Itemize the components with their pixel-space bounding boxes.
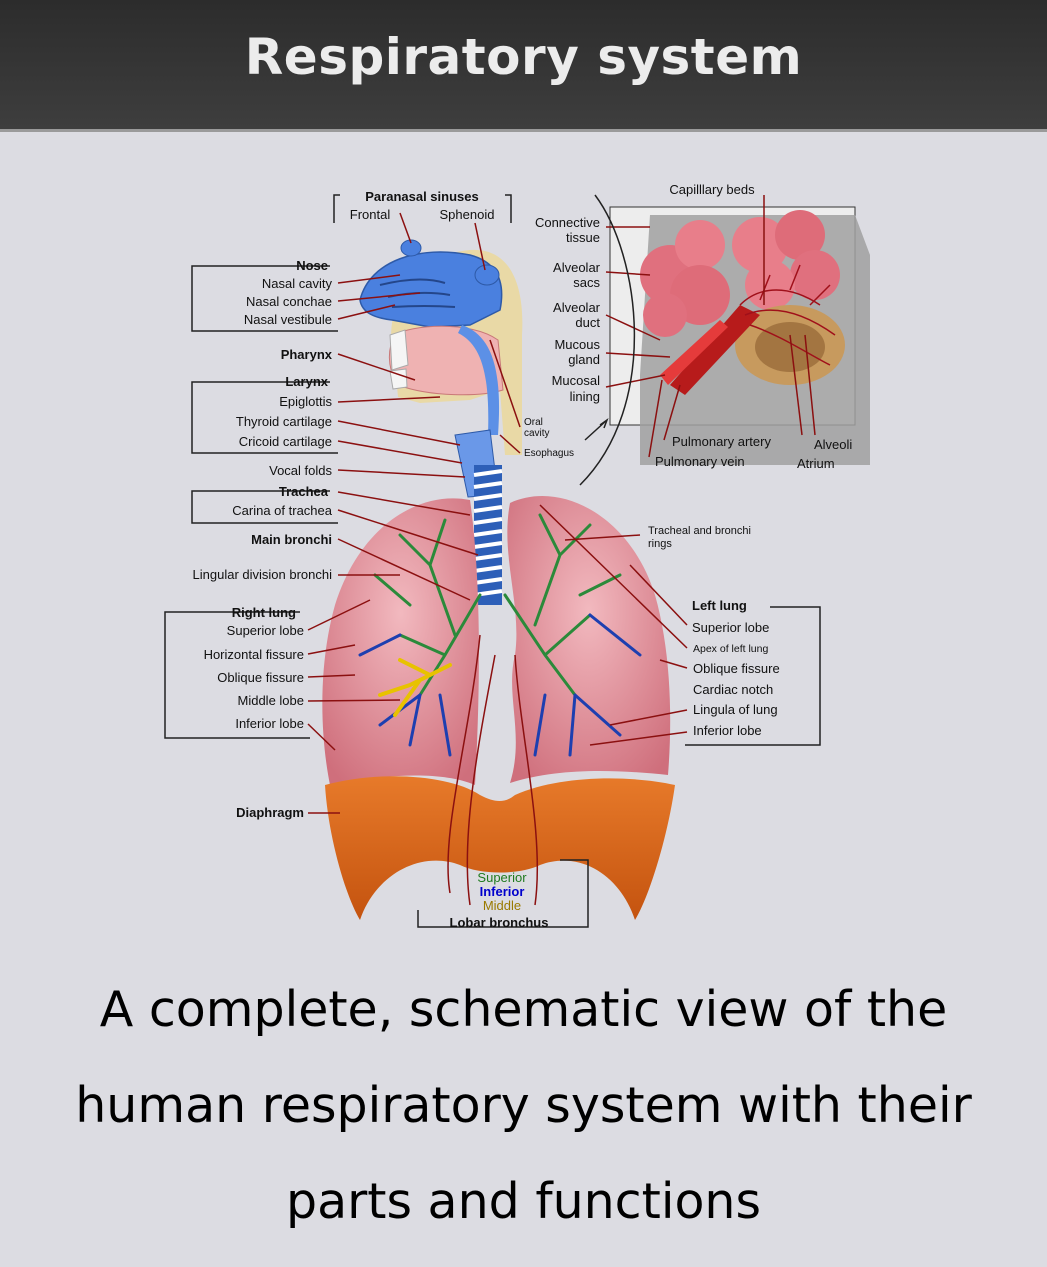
label-mucosal-lining-2: lining — [570, 389, 600, 404]
label-cardiac-notch: Cardiac notch — [693, 682, 773, 697]
label-frontal: Frontal — [350, 207, 391, 222]
head-illustration — [359, 239, 523, 455]
label-cricoid-cartilage: Cricoid cartilage — [239, 434, 332, 449]
caption-line-1: A complete, schematic view of the — [99, 981, 948, 1038]
respiratory-diagram: Paranasal sinuses Frontal Sphenoid Nose … — [0, 135, 1047, 950]
label-superior-lobe-left: Superior lobe — [692, 620, 769, 635]
diaphragm-illustration — [325, 776, 675, 920]
label-oblique-fissure-right: Oblique fissure — [217, 670, 304, 685]
label-alveolar-duct-1: Alveolar — [553, 300, 601, 315]
arrow-line — [579, 194, 636, 486]
label-thyroid-cartilage: Thyroid cartilage — [236, 414, 332, 429]
label-connective-tissue-2: tissue — [566, 230, 600, 245]
label-horizontal-fissure: Horizontal fissure — [204, 647, 304, 662]
label-left-lung: Left lung — [692, 598, 747, 613]
label-inferior: Inferior — [480, 884, 525, 899]
label-inferior-lobe-right: Inferior lobe — [235, 716, 304, 731]
caption: A complete, schematic view of the human … — [0, 962, 1047, 1250]
label-oral-cavity-2: cavity — [524, 428, 550, 439]
label-boxes — [164, 194, 821, 928]
diagram-labels: Paranasal sinuses Frontal Sphenoid Nose … — [193, 182, 853, 930]
caption-line-3: parts and functions — [285, 1173, 762, 1230]
label-inferior-lobe-left: Inferior lobe — [693, 723, 762, 738]
label-right-lung: Right lung — [232, 605, 296, 620]
label-main-bronchi: Main bronchi — [251, 532, 332, 547]
label-sphenoid: Sphenoid — [440, 207, 495, 222]
label-tracheal-rings-2: rings — [648, 538, 672, 550]
label-esophagus: Esophagus — [524, 448, 574, 459]
label-superior: Superior — [477, 870, 527, 885]
label-mucosal-lining-1: Mucosal — [552, 373, 601, 388]
label-lingula-of-lung: Lingula of lung — [693, 702, 778, 717]
label-epiglottis: Epiglottis — [279, 394, 332, 409]
label-oral-cavity-1: Oral — [524, 417, 543, 428]
label-alveolar-duct-2: duct — [575, 315, 600, 330]
label-atrium: Atrium — [797, 456, 835, 471]
label-paranasal-sinuses: Paranasal sinuses — [365, 189, 478, 204]
label-apex-of-left-lung: Apex of left lung — [693, 643, 768, 655]
label-alveolar-sacs-2: sacs — [573, 275, 600, 290]
label-oblique-fissure-left: Oblique fissure — [693, 661, 780, 676]
label-alveoli: Alveoli — [814, 437, 852, 452]
label-nasal-cavity: Nasal cavity — [262, 276, 333, 291]
label-alveolar-sacs-1: Alveolar — [553, 260, 601, 275]
label-middle: Middle — [483, 898, 521, 913]
label-carina-of-trachea: Carina of trachea — [232, 503, 332, 518]
label-capillary-beds: Capilllary beds — [669, 182, 755, 197]
label-vocal-folds: Vocal folds — [269, 463, 332, 478]
label-nose: Nose — [296, 258, 328, 273]
alveoli-inset — [609, 206, 870, 465]
label-middle-lobe: Middle lobe — [238, 693, 305, 708]
leader-lines — [307, 195, 816, 906]
caption-line-2: human respiratory system with their — [75, 1077, 972, 1134]
label-mucous-gland-1: Mucous — [554, 337, 600, 352]
label-trachea: Trachea — [279, 484, 329, 499]
label-pharynx: Pharynx — [281, 347, 333, 362]
title-bar: Respiratory system — [0, 0, 1047, 132]
label-pulmonary-artery: Pulmonary artery — [672, 434, 771, 449]
label-pulmonary-vein: Pulmonary vein — [655, 454, 745, 469]
trachea-illustration — [454, 429, 503, 605]
label-mucous-gland-2: gland — [568, 352, 600, 367]
label-diaphragm: Diaphragm — [236, 805, 304, 820]
diagram-canvas: Paranasal sinuses Frontal Sphenoid Nose … — [164, 182, 870, 930]
label-nasal-vestibule: Nasal vestibule — [244, 312, 332, 327]
label-connective-tissue-1: Connective — [535, 215, 600, 230]
label-tracheal-rings-1: Tracheal and bronchi — [648, 525, 751, 537]
right-lung-illustration — [322, 498, 479, 785]
label-lobar-bronchus: Lobar bronchus — [450, 915, 549, 930]
label-nasal-conchae: Nasal conchae — [246, 294, 332, 309]
left-lung-illustration — [507, 496, 671, 783]
label-lingular-division-bronchi: Lingular division bronchi — [193, 567, 333, 582]
label-larynx: Larynx — [285, 374, 328, 389]
page-title: Respiratory system — [244, 28, 803, 86]
label-superior-lobe-right: Superior lobe — [227, 623, 304, 638]
